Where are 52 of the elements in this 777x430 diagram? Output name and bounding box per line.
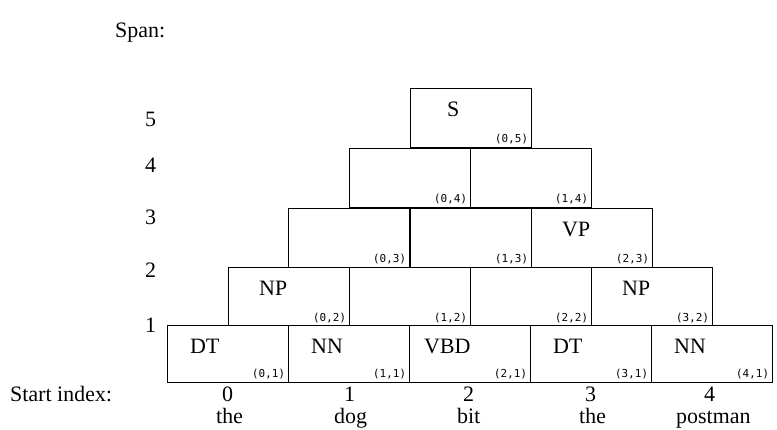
start-index-number: 2	[463, 382, 474, 406]
chart-cell	[651, 325, 773, 383]
cell-index: (2,2)	[554, 312, 588, 324]
constituent-label: VP	[562, 217, 590, 241]
start-index-title: Start index:	[10, 382, 112, 406]
cell-index: (1,4)	[554, 193, 588, 205]
cell-index: (2,3)	[616, 253, 649, 265]
start-index-number: 4	[704, 382, 715, 406]
cell-index: (1,1)	[372, 368, 406, 380]
span-number: 1	[145, 313, 156, 337]
start-index-number: 3	[585, 382, 596, 406]
chart-cell	[349, 148, 471, 208]
word: the	[579, 404, 606, 428]
constituent-label: NP	[259, 276, 288, 300]
constituent-label: NP	[622, 276, 650, 300]
chart-cell	[470, 148, 592, 208]
constituent-label: VBD	[424, 334, 470, 358]
word: dog	[334, 404, 367, 428]
chart-cell	[167, 325, 289, 383]
chart-cell	[531, 208, 653, 268]
start-index-number: 1	[344, 382, 355, 406]
cell-index: (0,1)	[252, 368, 285, 380]
span-number: 3	[145, 205, 156, 229]
cell-index: (3,2)	[676, 312, 709, 324]
word: the	[216, 404, 243, 428]
word: postman	[676, 404, 751, 428]
cell-index: (1,2)	[434, 312, 467, 324]
chart-cell	[288, 325, 410, 383]
cell-index: (0,3)	[372, 253, 406, 265]
chart-cell	[530, 325, 652, 383]
cell-index: (0,5)	[494, 133, 528, 145]
span-number: 5	[145, 107, 156, 131]
constituent-label: DT	[190, 334, 220, 358]
chart-cell	[409, 325, 531, 383]
span-number: 4	[145, 153, 156, 177]
chart-cell	[410, 208, 532, 268]
constituent-label: NN	[674, 334, 706, 358]
cell-index: (3,1)	[614, 368, 648, 380]
cell-index: (4,1)	[736, 368, 769, 380]
cell-index: (0,4)	[434, 193, 467, 205]
cell-index: (1,3)	[494, 253, 528, 265]
constituent-label: DT	[553, 334, 582, 358]
word: bit	[457, 404, 480, 428]
cell-index: (0,2)	[312, 312, 346, 324]
constituent-label: S	[447, 97, 460, 121]
chart-cell	[288, 208, 410, 268]
chart-cell	[410, 88, 532, 148]
start-index-number: 0	[222, 382, 233, 406]
span-number: 2	[145, 258, 156, 282]
cell-index: (2,1)	[494, 368, 527, 380]
constituent-label: NN	[311, 334, 343, 358]
span-axis-title: Span:	[115, 18, 166, 42]
